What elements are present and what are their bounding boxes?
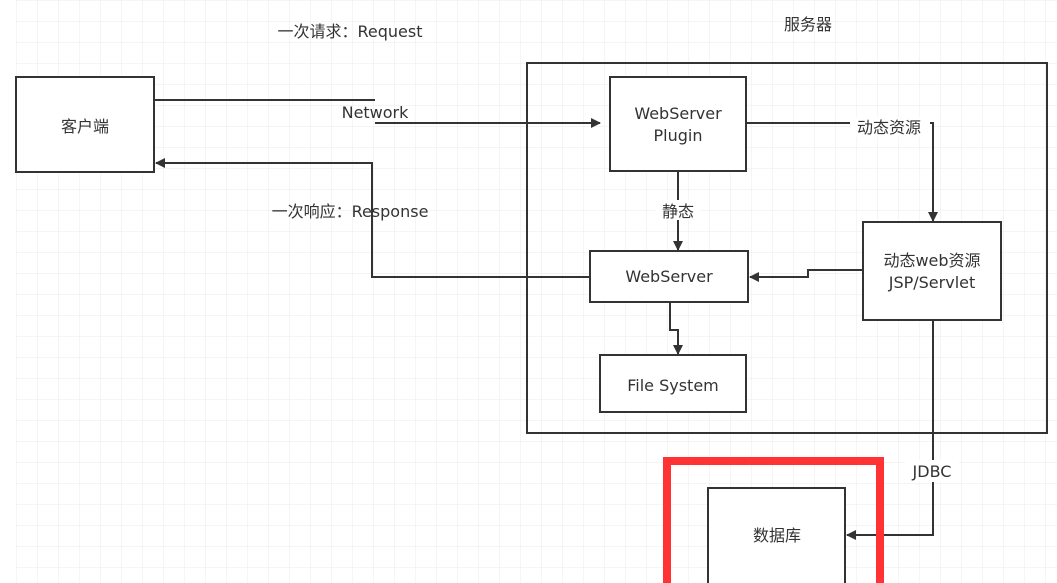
file-system-node [599, 354, 747, 413]
response-edge [155, 158, 590, 278]
dynamic-resource-edge [746, 122, 938, 222]
jdbc-edge [846, 320, 934, 540]
webserver-to-filesystem-edge [669, 302, 683, 355]
server-label: 服务器 [784, 15, 832, 34]
dynamic-label-line2: JSP/Servlet [888, 273, 976, 292]
dynamic-label-line1: 动态web资源 [883, 251, 980, 270]
static-label: 静态 [662, 202, 694, 221]
response-label: 一次响应：Response [272, 202, 429, 221]
dynamic-resource-label: 动态资源 [857, 118, 921, 137]
database-node [707, 487, 846, 583]
dynamic-web-resource-node [862, 221, 1002, 321]
jdbc-label: JDBC [912, 462, 952, 481]
server-container [526, 62, 1048, 434]
dynamic-to-webserver-edge [749, 269, 863, 282]
file-system-label: File System [627, 376, 719, 395]
webserver-node [589, 250, 749, 303]
webserver-label: WebServer [625, 267, 713, 286]
database-label: 数据库 [753, 526, 801, 545]
label-bg [656, 200, 700, 220]
label-bg [905, 460, 959, 482]
plugin-label-line1: WebServer [634, 104, 722, 123]
network-label: Network [342, 103, 410, 122]
client-node [15, 76, 155, 173]
label-bg [850, 117, 930, 137]
webserver-plugin-node [609, 76, 747, 172]
plugin-label-line2: Plugin [654, 126, 703, 145]
highlight-rectangle [663, 457, 884, 583]
client-label: 客户端 [61, 117, 109, 136]
request-label: 一次请求：Request [278, 22, 423, 41]
